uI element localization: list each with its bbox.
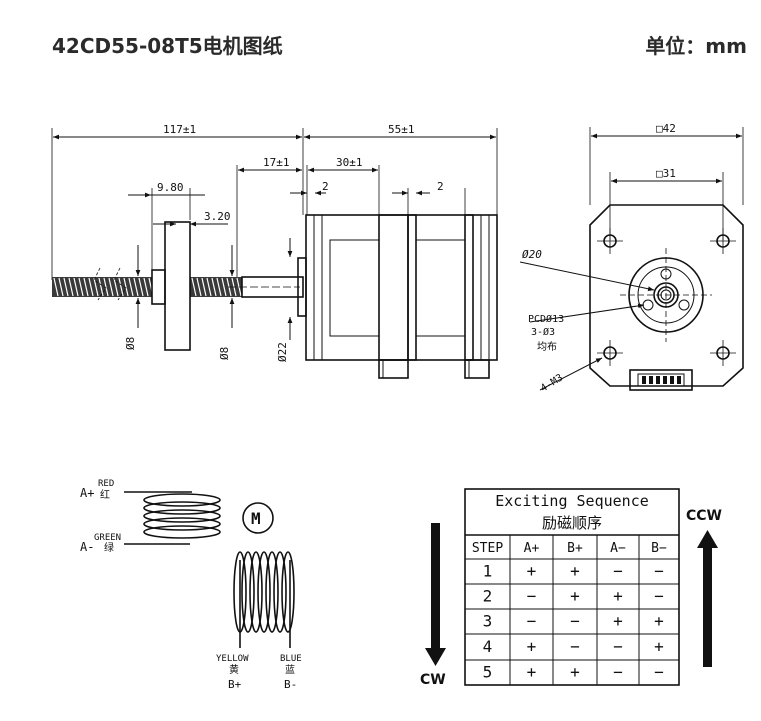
arrow-down-icon [425,648,446,666]
dim-2-left: 2 [322,180,329,193]
table-cell: − [654,663,664,682]
label-b-plus: B+ [228,678,242,691]
dim-9-80: 9.80 [157,181,184,194]
table-cell: + [527,637,537,656]
label-a-plus: A+ [80,486,94,500]
table-cell: 2 [483,587,493,606]
dia-20: Ø20 [522,248,542,261]
table-cell: + [527,663,537,682]
label-blue-cn: 蓝 [285,664,295,676]
table-title-en: Exciting Sequence [495,492,649,510]
coil-b-turn [257,551,271,633]
arrow-up-icon [697,530,718,548]
dim-17: 17±1 [263,156,290,169]
dim-sq42: □42 [656,122,676,135]
side-view: 117±1 55±1 17±1 30±1 2 2 9.80 3.20 [51,123,498,379]
motor-symbol [242,502,274,534]
motor-label: M [251,509,261,528]
table-cell: + [570,663,580,682]
table-cell: − [570,637,580,656]
unit-label: 单位：mm [645,34,747,58]
table-title-cn: 励磁顺序 [542,514,602,532]
pcd-13: PCDØ13 [528,313,564,325]
label-yellow: YELLOW [216,654,249,664]
table-header-cell: B− [651,541,667,556]
table-cell: + [570,562,580,581]
coil-b-turn [265,551,279,633]
table-cell: − [613,562,623,581]
table-cell: + [613,612,623,631]
table-cell: 1 [483,562,493,581]
table-cell: − [570,612,580,631]
label-a-minus: A- [80,540,94,554]
dim-117: 117±1 [163,123,196,136]
dim-3-20: 3.20 [204,210,231,223]
label-ccw: CCW [686,508,722,524]
table-cell: 5 [483,663,493,682]
dim-55: 55±1 [388,123,415,136]
excitation-sequence-table: Exciting Sequence 励磁顺序 STEP A+ B+ A− B− 1 + + − −… [464,488,680,686]
table-cell: + [613,587,623,606]
dim-30: 30±1 [336,156,363,169]
table-cell: + [570,587,580,606]
dia-8-left: Ø8 [124,337,137,350]
front-view: □42 □31 Ø20 PCDØ13 3-Ø3 均布 4-M3 [519,122,744,395]
direction-arrows: CW CCW [420,508,722,688]
label-yellow-cn: 黄 [229,663,239,676]
table-cell: − [654,587,664,606]
label-green: GREEN [94,533,121,543]
coil-b-turn [241,551,255,633]
table-header-cell: A− [610,541,626,556]
table-cell: − [527,587,537,606]
page-title: 42CD55-08T5电机图纸 [52,34,283,58]
table-cell: − [527,612,537,631]
coil-b-turn [249,551,263,633]
label-green-cn: 绿 [104,541,114,554]
table-cell: − [613,637,623,656]
table-cell: 4 [483,637,493,656]
wiring-diagram: A+ RED 红 A- GREEN 绿 M YELLOW 黄 B+ BLUE 蓝… [80,479,302,691]
evenly-distributed: 均布 [537,341,557,353]
table-cell: − [613,663,623,682]
table-cell: + [654,637,664,656]
coil-a-turn [143,501,221,515]
label-cw: CW [420,672,446,688]
coil-a-turn [143,493,221,507]
dia-8-right: Ø8 [218,347,231,360]
dia-22: Ø22 [276,342,289,362]
coil-b-turn [273,551,287,633]
table-cell: 3 [483,612,493,631]
coil-a-turn [143,517,221,531]
coil-a-turn [143,509,221,523]
coil-b-turn [281,551,295,633]
holes-3-dia3: 3-Ø3 [531,326,555,338]
label-red: RED [98,479,114,489]
table-header-cell: B+ [567,541,583,556]
coil-a-turn [143,525,221,539]
label-red-cn: 红 [100,488,110,501]
label-b-minus: B- [284,678,297,691]
table-cell: − [654,562,664,581]
dim-2-right: 2 [437,180,444,193]
dim-sq31: □31 [656,167,676,180]
table-cell: + [654,612,664,631]
table-header-cell: STEP [472,541,503,556]
thread-4-m3: 4-M3 [539,372,565,394]
table-header-cell: A+ [524,541,540,556]
label-blue: BLUE [280,654,302,664]
table-cell: + [527,562,537,581]
